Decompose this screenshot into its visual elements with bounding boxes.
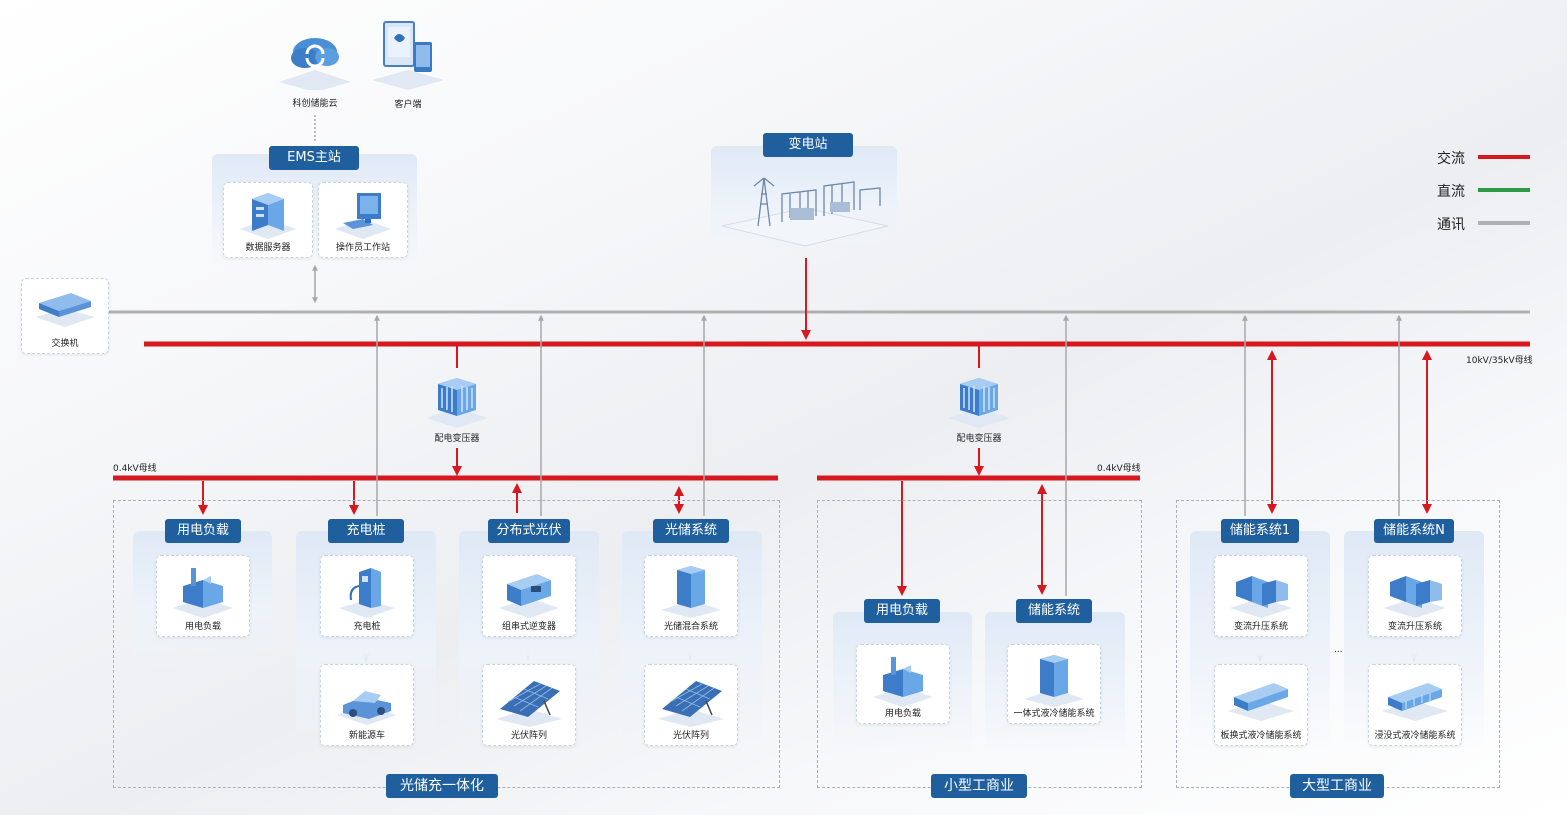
lv-bus-right-label: 0.4kV母线 <box>1097 464 1141 474</box>
g1-pv-array2-label: 光伏阵列 <box>672 731 709 741</box>
container-icon <box>1382 683 1448 721</box>
g1-inverter-card[interactable]: 组串式逆变器 <box>482 555 576 637</box>
transformer-left[interactable]: 配电变压器 <box>422 368 492 446</box>
car-icon <box>337 691 397 725</box>
transformer-icon <box>426 378 488 428</box>
g3-sn-title: 储能系统N <box>1374 519 1454 543</box>
cloud-node[interactable]: 科创储能云 <box>275 30 355 110</box>
g3-sn-pcs-card[interactable]: 变流升压系统 <box>1368 555 1462 637</box>
g3-sn-storage-label: 浸没式液冷储能系统 <box>1374 731 1456 741</box>
client-node[interactable]: 客户端 <box>368 18 448 110</box>
g1-load-label: 用电负载 <box>184 622 221 632</box>
cloud-label: 科创储能云 <box>292 99 338 109</box>
g1-pv-title: 分布式光伏 <box>488 519 570 543</box>
factory-icon <box>873 657 933 707</box>
g1-load-card[interactable]: 用电负载 <box>156 555 250 637</box>
substation-title: 变电站 <box>763 133 853 157</box>
g3-s1-pcs-card[interactable]: 变流升压系统 <box>1214 555 1308 637</box>
legend-dc: 直流 <box>1437 184 1465 200</box>
factory-icon <box>173 568 233 618</box>
switch-icon <box>35 293 95 327</box>
g3-ellipsis: ... <box>1334 645 1343 655</box>
container-icon <box>1228 683 1294 721</box>
switch-label: 交换机 <box>51 339 79 349</box>
g2-load-card[interactable]: 用电负载 <box>856 644 950 724</box>
g2-load-label: 用电负载 <box>884 709 921 719</box>
storage-cabinet-icon <box>661 566 721 618</box>
g1-ev-card[interactable]: 新能源车 <box>320 664 414 746</box>
ems-title: EMS主站 <box>269 146 359 170</box>
g1-pv-array-card[interactable]: 光伏阵列 <box>482 664 576 746</box>
g2-storage-card[interactable]: 一体式液冷储能系统 <box>1007 644 1101 724</box>
transformer-right[interactable]: 配电变压器 <box>944 368 1014 446</box>
g3-s1-title: 储能系统1 <box>1221 519 1299 543</box>
g1-pv-array-label: 光伏阵列 <box>510 731 547 741</box>
solar-panel-icon <box>658 681 724 727</box>
transformer-left-label: 配电变压器 <box>434 434 480 444</box>
g2-load-title: 用电负载 <box>864 599 940 623</box>
g3-sn-storage-card[interactable]: 浸没式液冷储能系统 <box>1368 664 1462 746</box>
g1-hybrid-label: 光储混合系统 <box>663 622 718 632</box>
solar-panel-icon <box>496 681 562 727</box>
charging-pile-icon <box>339 568 395 618</box>
g1-load-title: 用电负载 <box>165 519 241 543</box>
client-label: 客户端 <box>394 100 422 110</box>
group1-title: 光储充一体化 <box>386 774 498 798</box>
data-server-label: 数据服务器 <box>245 243 291 253</box>
switch-card[interactable]: 交换机 <box>21 278 109 354</box>
g3-s1-storage-label: 板换式液冷储能系统 <box>1220 731 1302 741</box>
g3-s1-pcs-label: 变流升压系统 <box>1233 622 1288 632</box>
g1-ev-label: 新能源车 <box>348 731 385 741</box>
substation-icon <box>721 177 889 247</box>
g3-s1-storage-card[interactable]: 板换式液冷储能系统 <box>1214 664 1308 746</box>
transformer-icon <box>948 378 1010 428</box>
g1-pv-array2-card[interactable]: 光伏阵列 <box>644 664 738 746</box>
g1-pvstorage-title: 光储系统 <box>653 519 729 543</box>
g1-hybrid-card[interactable]: 光储混合系统 <box>644 555 738 637</box>
group2-title: 小型工商业 <box>931 774 1027 798</box>
group3-title: 大型工商业 <box>1290 774 1384 798</box>
inverter-icon <box>499 574 559 618</box>
pcs-icon <box>1384 576 1446 618</box>
lv-bus-left-label: 0.4kV母线 <box>113 464 157 474</box>
g2-storage-title: 储能系统 <box>1016 599 1092 623</box>
legend-ac: 交流 <box>1437 151 1465 167</box>
storage-cabinet-icon <box>1024 655 1084 707</box>
pcs-icon <box>1230 576 1292 618</box>
workstation-icon <box>335 193 391 239</box>
server-icon <box>240 193 296 239</box>
cloud-icon <box>279 38 351 90</box>
g1-charger-label: 充电桩 <box>353 622 381 632</box>
operator-label: 操作员工作站 <box>335 243 390 253</box>
data-server-card[interactable]: 数据服务器 <box>223 182 313 258</box>
legend-comm: 通讯 <box>1437 217 1465 233</box>
g1-charger-title: 充电桩 <box>328 519 404 543</box>
operator-card[interactable]: 操作员工作站 <box>318 182 408 258</box>
g2-storage-label: 一体式液冷储能系统 <box>1013 709 1095 719</box>
g1-charger-card[interactable]: 充电桩 <box>320 555 414 637</box>
transformer-right-label: 配电变压器 <box>956 434 1002 444</box>
hv-bus-label: 10kV/35kV母线 <box>1466 356 1533 366</box>
g3-sn-pcs-label: 变流升压系统 <box>1387 622 1442 632</box>
client-device-icon <box>372 21 444 90</box>
g1-inverter-label: 组串式逆变器 <box>501 622 556 632</box>
